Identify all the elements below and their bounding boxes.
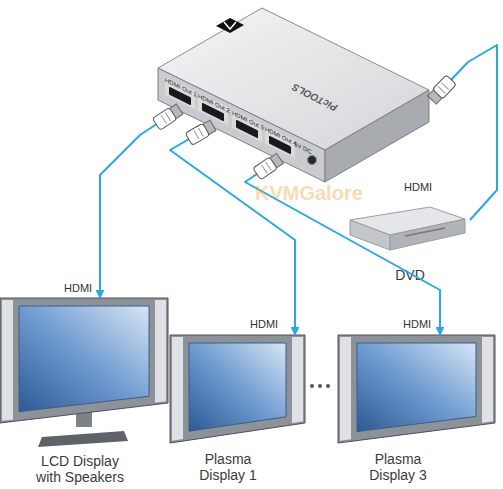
plug-grip xyxy=(441,83,448,90)
plug-grip xyxy=(261,165,267,173)
cable-label: HDMI xyxy=(404,181,432,193)
cable-label: HDMI xyxy=(64,282,92,294)
ellipsis-dot xyxy=(318,384,322,388)
dvd-front xyxy=(350,220,390,250)
dvd-side xyxy=(390,219,465,250)
speaker-bar xyxy=(292,337,303,423)
ellipsis-dot xyxy=(310,384,314,388)
screen xyxy=(19,306,149,412)
display-node: Plasma Display 1 xyxy=(170,335,305,489)
display-node: Plasma Display 3 xyxy=(338,335,495,489)
display-label: LCD Display with Speakers xyxy=(30,453,130,485)
hdmi-cable xyxy=(170,125,295,335)
hdmi-cable xyxy=(100,109,180,298)
screen xyxy=(357,343,476,432)
speaker-bar xyxy=(172,337,183,441)
hdmi-cable xyxy=(432,45,497,220)
hdmi-plug xyxy=(152,103,183,130)
hdmi-plug xyxy=(253,153,284,180)
stand-base xyxy=(38,431,128,447)
watermark: KVMGalore xyxy=(255,182,363,205)
hdmi-cable xyxy=(245,158,440,335)
disc-tray xyxy=(405,228,445,236)
plug-body xyxy=(253,157,277,180)
plug-body xyxy=(432,75,456,99)
plug-grip xyxy=(161,115,166,123)
speaker-bar xyxy=(155,300,166,403)
ellipsis-dot xyxy=(326,384,330,388)
plug-grip xyxy=(165,112,170,120)
display-node: LCD Display with Speakers xyxy=(0,298,168,488)
display-label: Plasma Display 3 xyxy=(358,451,438,483)
brand-logo-mark xyxy=(224,22,236,29)
splitter-device: PicTOOLSHDMI Out 1HDMI Out 2HDMI Out 3HD… xyxy=(150,0,432,190)
speaker-bar xyxy=(340,337,351,441)
plug-body xyxy=(185,123,209,145)
cable-label: HDMI xyxy=(403,318,431,330)
hdmi-plug xyxy=(427,75,456,105)
speaker-bar xyxy=(2,300,13,421)
power-jack xyxy=(308,156,317,165)
plug-grip xyxy=(198,128,203,137)
screen xyxy=(189,343,286,431)
speaker-bar xyxy=(482,337,493,423)
bezel xyxy=(338,335,495,443)
plug-grip xyxy=(438,86,445,93)
brand-logo xyxy=(216,18,244,33)
bezel xyxy=(0,298,168,423)
hdmi-plug xyxy=(185,119,216,145)
cable-label: HDMI xyxy=(250,318,278,330)
bezel xyxy=(170,335,305,443)
plug-body xyxy=(152,108,176,131)
display-label: Plasma Display 1 xyxy=(188,451,268,483)
side-face xyxy=(325,90,429,182)
plug-grip xyxy=(266,162,272,170)
device-label: DVD xyxy=(370,267,450,283)
plug-grip xyxy=(194,130,199,139)
